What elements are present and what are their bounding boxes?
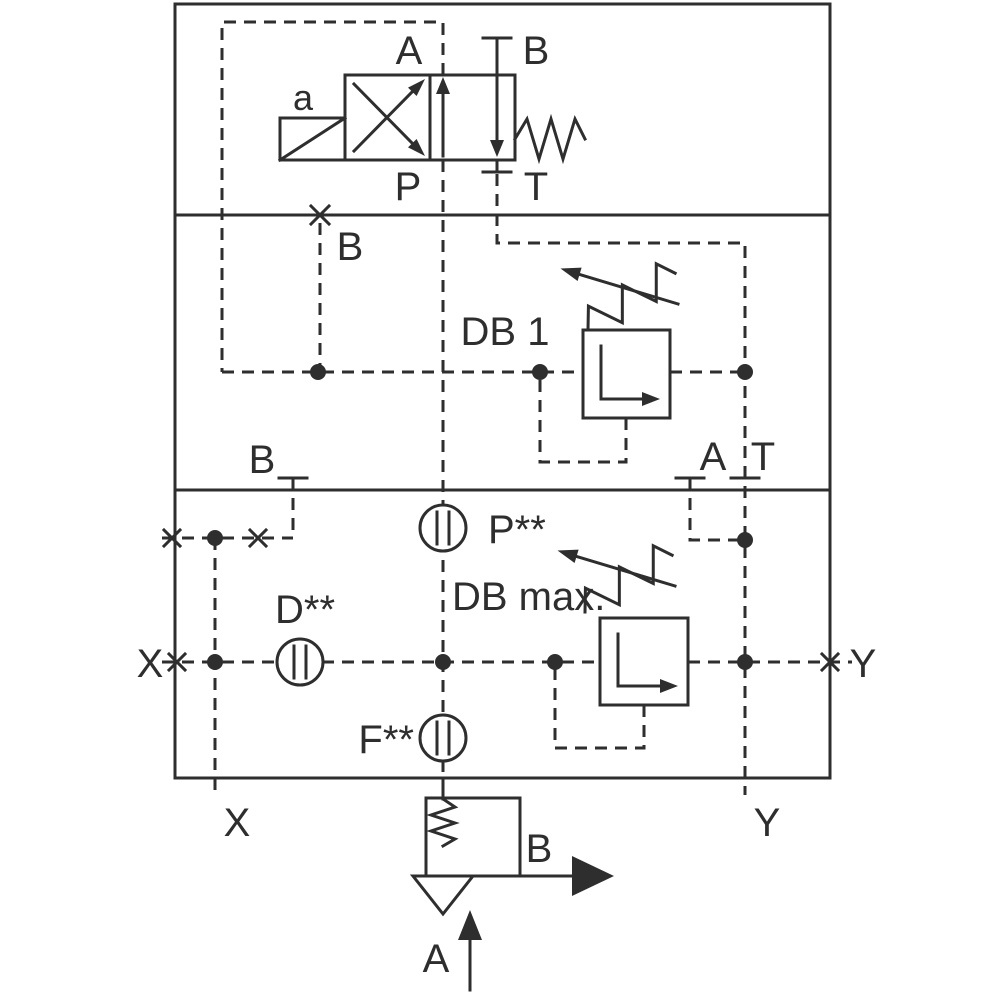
solenoid — [277, 115, 348, 163]
directional-valve — [277, 36, 588, 174]
label-solenoid-a: a — [293, 77, 314, 118]
plug-cross — [161, 527, 183, 549]
test-point-d — [275, 637, 325, 687]
junction-dot — [435, 654, 451, 670]
plug-cross-y — [819, 651, 841, 673]
junction-dot — [737, 654, 753, 670]
junction-dot — [737, 532, 753, 548]
junction-dot — [207, 530, 223, 546]
label-port-b-top: B — [523, 29, 550, 73]
pilot-lines — [162, 20, 852, 795]
junction-dot — [737, 364, 753, 380]
arrowhead — [490, 140, 504, 157]
valve-spring — [512, 113, 588, 165]
arrowhead — [560, 267, 582, 281]
label-port-t-mid: T — [751, 435, 775, 479]
junction-dot — [547, 654, 563, 670]
junction-dot — [310, 364, 326, 380]
label-port-p: P — [395, 165, 422, 209]
check-valve-poppet — [409, 874, 477, 917]
test-point-f — [418, 713, 468, 763]
flow-arrow-a — [458, 910, 482, 940]
junction-dots — [207, 364, 753, 670]
pilot-line-a-loop — [220, 20, 445, 372]
label-port-b-bottom: B — [526, 827, 553, 871]
db1-pilot-loop — [538, 372, 628, 464]
manifold-outline — [173, 2, 832, 780]
label-port-y-bottom: Y — [754, 801, 781, 845]
adjustable-spring — [586, 261, 678, 332]
label-port-t: T — [524, 165, 548, 209]
check-valve-spring — [426, 796, 460, 849]
label-port-a-bottom: A — [423, 937, 450, 981]
label-port-b-mid: B — [249, 438, 276, 482]
flow-arrow-b — [572, 856, 614, 896]
label-port-x-left: X — [137, 642, 164, 686]
label-port-x-bottom: X — [224, 801, 251, 845]
arrowhead — [660, 679, 678, 693]
label-relief-dbmax: DB max. — [452, 575, 605, 619]
port-a-branch — [688, 478, 745, 542]
arrowhead — [408, 79, 425, 96]
adjustable-spring — [583, 543, 675, 614]
junction-dot — [207, 654, 223, 670]
test-point-p — [418, 503, 468, 553]
label-test-f: F** — [358, 718, 414, 762]
label-port-y-right: Y — [850, 642, 877, 686]
label-plug-b: B — [337, 225, 364, 269]
relief-valve-db1 — [560, 261, 680, 420]
plug-cross-b — [308, 203, 332, 227]
check-valve-body — [424, 796, 522, 878]
manifold-body — [173, 2, 832, 780]
junction-dot — [532, 364, 548, 380]
plug-cross-x — [166, 651, 188, 673]
dbmax-pilot-loop — [553, 662, 646, 750]
arrowhead — [642, 392, 660, 406]
label-port-a-mid: A — [700, 435, 727, 479]
relief-valve-dbmax — [557, 543, 690, 707]
label-relief-db1: DB 1 — [461, 310, 550, 354]
arrowhead — [436, 77, 450, 94]
tank-line-right — [495, 174, 747, 795]
label-port-a-top: A — [396, 29, 423, 73]
arrowhead — [408, 139, 425, 156]
label-test-p: P** — [488, 508, 546, 552]
valve-position-parallel — [428, 73, 517, 162]
arrowhead — [557, 549, 579, 563]
plug-cross — [247, 527, 269, 549]
plug-crosses — [161, 203, 841, 673]
label-test-d: D** — [275, 588, 335, 632]
check-valve — [409, 776, 614, 992]
